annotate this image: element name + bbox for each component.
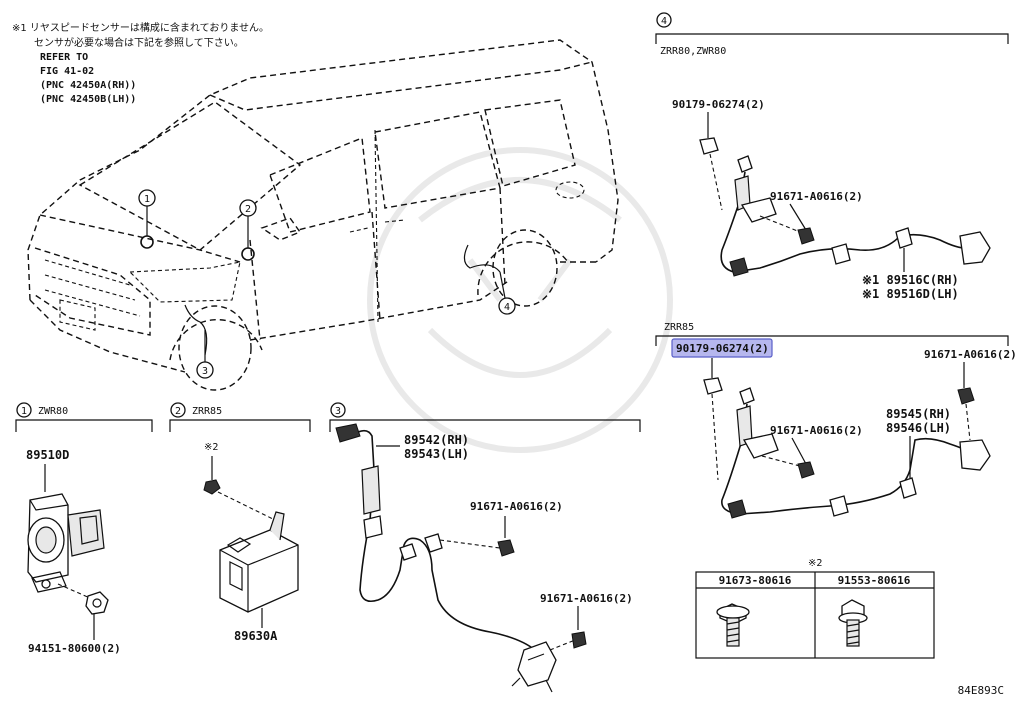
bolt-91553-icon bbox=[838, 599, 868, 647]
section-5-label: ZRR85 bbox=[664, 322, 694, 333]
label-91671-d: 91671-A0616(2) bbox=[770, 424, 863, 437]
callout-3: 3 bbox=[202, 366, 208, 377]
rear-speed-sensor-5 bbox=[721, 387, 991, 519]
label-89510D: 89510D bbox=[26, 448, 69, 462]
bolt-91673-icon bbox=[716, 603, 750, 647]
section-4-number: 4 bbox=[661, 16, 667, 27]
vehicle-callouts: 1 2 3 4 bbox=[138, 189, 516, 379]
label-89546: 89546(LH) bbox=[886, 421, 951, 435]
table-col-1-header: 91673-80616 bbox=[719, 574, 792, 587]
clip-90179-highlight bbox=[703, 377, 723, 395]
nut-94151 bbox=[85, 591, 109, 615]
section-4-label: ZRR80,ZWR80 bbox=[660, 46, 726, 57]
section-3-number: 3 bbox=[335, 406, 341, 417]
vehicle-illustration bbox=[27, 39, 619, 391]
note-line-1: ※1 リヤスピードセンサーは構成に含まれておりません。 bbox=[12, 21, 269, 34]
bolt-mark2-section2 bbox=[203, 479, 221, 495]
bolt-table: ※2 91673-80616 91553-80616 bbox=[695, 558, 935, 659]
section-2-label: ZRR85 bbox=[192, 406, 222, 417]
section-1-label: ZWR80 bbox=[38, 406, 68, 417]
label-94151-80600: 94151-80600(2) bbox=[28, 642, 121, 655]
label-89545: 89545(RH) bbox=[886, 407, 951, 421]
front-speed-sensor-3 bbox=[335, 423, 557, 693]
section-2-number: 2 bbox=[175, 406, 181, 417]
note-line-6: (PNC 42450B(LH)) bbox=[40, 94, 136, 105]
yaw-rate-sensor bbox=[27, 493, 105, 593]
label-91671-c: 91671-A0616(2) bbox=[770, 190, 863, 203]
label-91671-a: 91671-A0616(2) bbox=[470, 500, 563, 513]
watermark-emblem bbox=[367, 147, 673, 453]
callout-1: 1 bbox=[144, 194, 150, 205]
label-89543: 89543(LH) bbox=[404, 447, 469, 461]
note-line-4: FIG 41-02 bbox=[40, 66, 94, 77]
section-2: 2 ZRR85 ※2 89630A bbox=[169, 402, 311, 643]
section-4: 4 ZRR80,ZWR80 90179-06274(2) 91671-A0616… bbox=[655, 12, 1009, 301]
table-col-2-header: 91553-80616 bbox=[838, 574, 911, 587]
control-module bbox=[219, 511, 299, 613]
label-89516D: ※1 89516D(LH) bbox=[862, 287, 959, 301]
label-89630A: 89630A bbox=[234, 629, 278, 643]
label-90179-top: 90179-06274(2) bbox=[672, 98, 765, 111]
clip-90179-top bbox=[699, 137, 719, 155]
section-1: 1 ZWR80 89510D 94151-80600(2) bbox=[15, 402, 153, 655]
label-91671-e: 91671-A0616(2) bbox=[924, 348, 1017, 361]
bolt-91671-c bbox=[797, 227, 815, 245]
label-89516C: ※1 89516C(RH) bbox=[862, 273, 959, 287]
rear-speed-sensor-4 bbox=[720, 155, 991, 277]
label-note-2: ※2 bbox=[204, 442, 218, 453]
section-5: ZRR85 90179-06274(2) 91671-A0616(2) 9167… bbox=[655, 322, 1017, 519]
highlight-90179 bbox=[671, 338, 773, 358]
bolt-91671-d bbox=[797, 461, 815, 479]
label-91671-b: 91671-A0616(2) bbox=[540, 592, 633, 605]
note-line-2: センサが必要な場合は下記を参照して下さい。 bbox=[34, 36, 244, 49]
figure-code: 84E893C bbox=[958, 684, 1004, 697]
label-90179-highlight: 90179-06274(2) bbox=[676, 342, 769, 355]
table-mark: ※2 bbox=[808, 558, 822, 569]
bolt-91671-b bbox=[571, 631, 587, 649]
bolt-91671-a bbox=[497, 539, 515, 557]
bolt-91671-e bbox=[957, 387, 975, 405]
note-line-5: (PNC 42450A(RH)) bbox=[40, 80, 136, 91]
callout-4: 4 bbox=[504, 302, 510, 313]
section-3: 3 89542(RH) 89543(LH) 91671-A0616(2) 916… bbox=[329, 402, 641, 693]
notes-block: ※1 リヤスピードセンサーは構成に含まれておりません。 センサが必要な場合は下記… bbox=[12, 21, 269, 105]
callout-2: 2 bbox=[245, 204, 251, 215]
label-89542: 89542(RH) bbox=[404, 433, 469, 447]
note-line-3: REFER TO bbox=[40, 52, 88, 63]
section-1-number: 1 bbox=[21, 406, 27, 417]
